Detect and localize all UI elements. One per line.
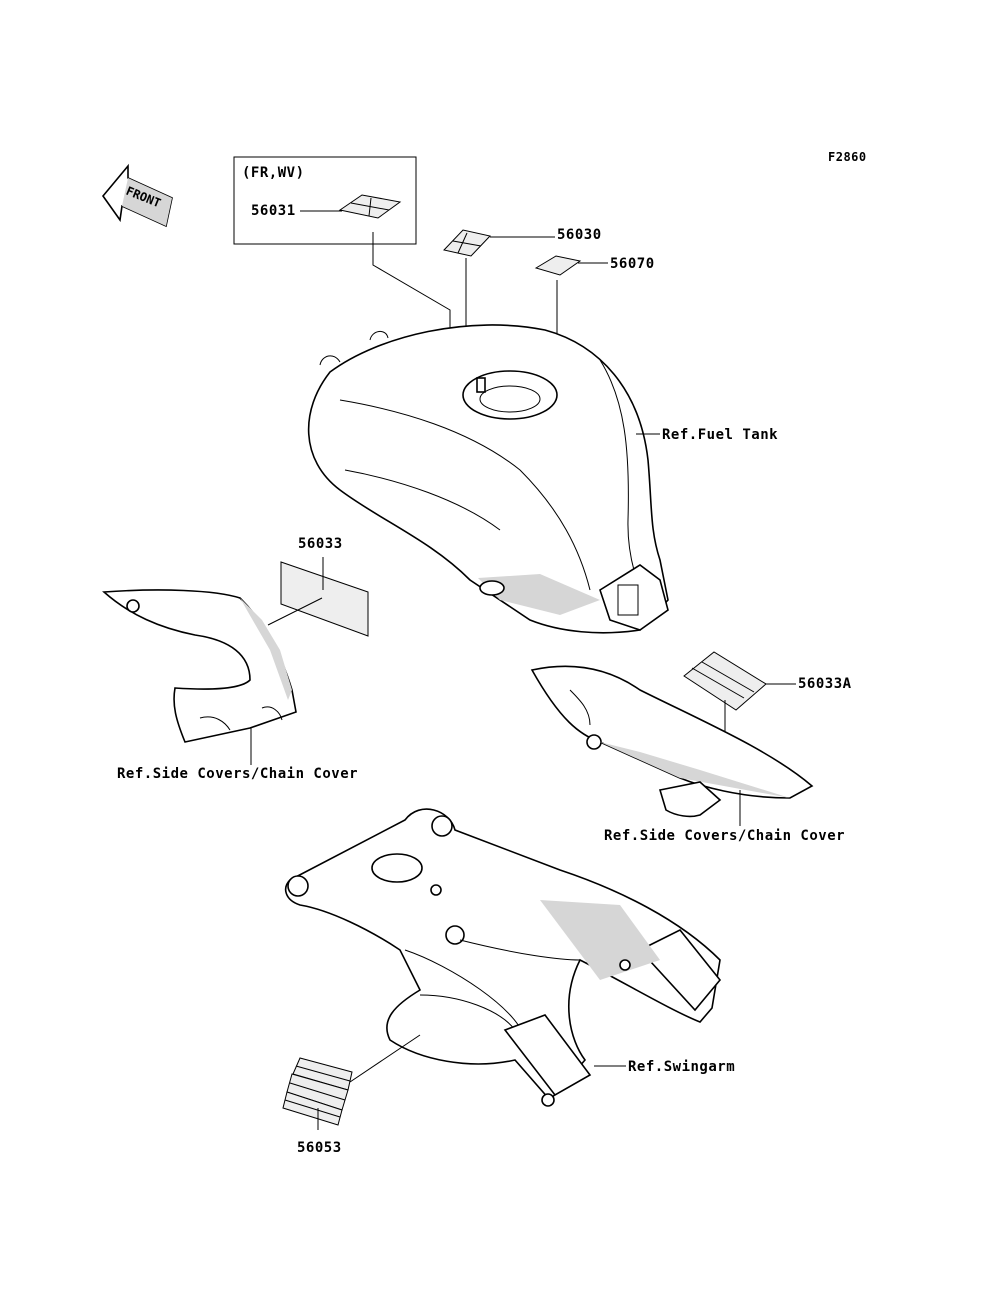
ref-side-covers-left-label: Ref.Side Covers/Chain Cover — [117, 766, 359, 782]
decal-56030 — [443, 229, 491, 257]
decal-56053 — [282, 1057, 353, 1126]
right-chain-cover — [530, 665, 814, 818]
part-number-56070: 56070 — [610, 256, 655, 272]
decal-56033 — [280, 561, 369, 637]
part-number-56033a: 56033A — [798, 676, 852, 692]
front-arrow-icon: FRONT — [101, 163, 173, 228]
ref-fuel-tank-label: Ref.Fuel Tank — [662, 427, 779, 443]
part-number-56053: 56053 — [297, 1140, 342, 1156]
swingarm — [284, 808, 722, 1107]
variant-box — [233, 156, 417, 245]
part-number-56033: 56033 — [298, 536, 343, 552]
part-number-56031: 56031 — [251, 203, 296, 219]
figure-code: F2860 — [828, 150, 867, 164]
decal-56070 — [534, 255, 582, 276]
part-number-56030: 56030 — [557, 227, 602, 243]
variant-box-label: (FR,WV) — [242, 165, 305, 181]
ref-side-covers-right-label: Ref.Side Covers/Chain Cover — [604, 828, 846, 844]
left-side-cover — [102, 589, 297, 743]
fuel-tank — [307, 324, 669, 634]
ref-swingarm-label: Ref.Swingarm — [628, 1059, 736, 1075]
decal-56031 — [338, 194, 402, 219]
